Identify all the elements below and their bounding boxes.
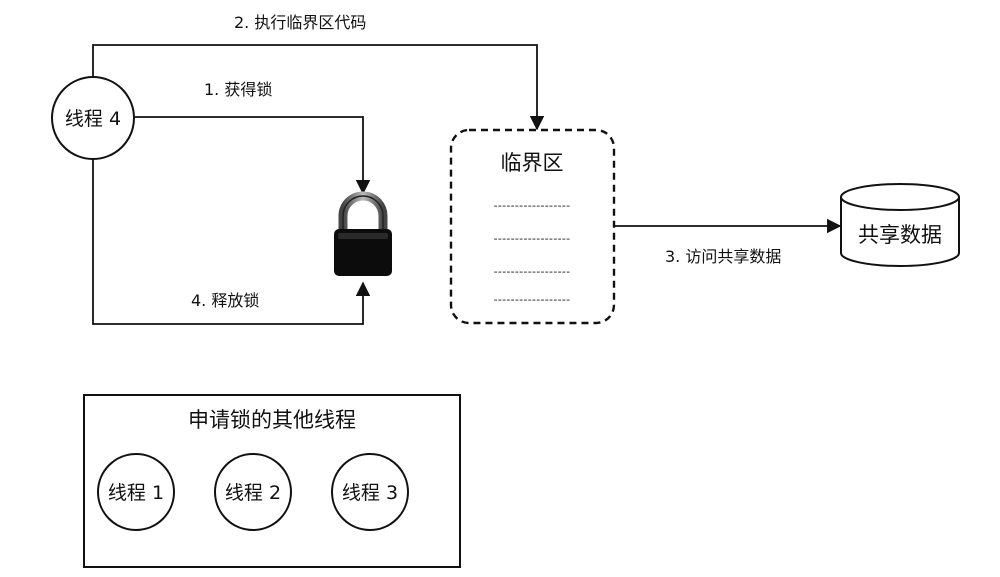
code-line: ------------------	[494, 199, 571, 212]
step-acquire-label: 1. 获得锁	[204, 80, 272, 99]
thread-3-node: 线程 3	[331, 453, 409, 531]
code-line: ------------------	[494, 232, 571, 245]
code-line: ------------------	[494, 293, 571, 306]
critical-section-title: 临界区	[501, 151, 564, 175]
step-execute-label: 2. 执行临界区代码	[234, 13, 366, 32]
critical-section-box: 临界区 ------------------ -----------------…	[449, 128, 616, 325]
thread-2-node: 线程 2	[214, 453, 292, 531]
thread-3-label: 线程 3	[342, 482, 398, 504]
waiting-threads-box: 申请锁的其他线程 线程 1 线程 2 线程 3	[83, 394, 461, 568]
thread-2-label: 线程 2	[225, 482, 281, 504]
step-release-label: 4. 释放锁	[191, 291, 259, 310]
waiting-threads-title: 申请锁的其他线程	[188, 408, 356, 432]
padlock-icon	[334, 191, 392, 276]
shared-data-label: 共享数据	[858, 223, 942, 247]
thread-4-node: 线程 4	[51, 76, 135, 160]
thread-1-label: 线程 1	[108, 482, 164, 504]
thread-1-node: 线程 1	[97, 453, 175, 531]
thread-4-label: 线程 4	[65, 108, 121, 130]
acquire-arrow	[135, 116, 371, 195]
step-access-label: 3. 访问共享数据	[665, 247, 781, 266]
release-arrow	[92, 157, 371, 325]
shared-data-cylinder: 共享数据	[840, 183, 960, 267]
code-line: ------------------	[494, 265, 571, 278]
execute-arrow	[92, 44, 545, 131]
